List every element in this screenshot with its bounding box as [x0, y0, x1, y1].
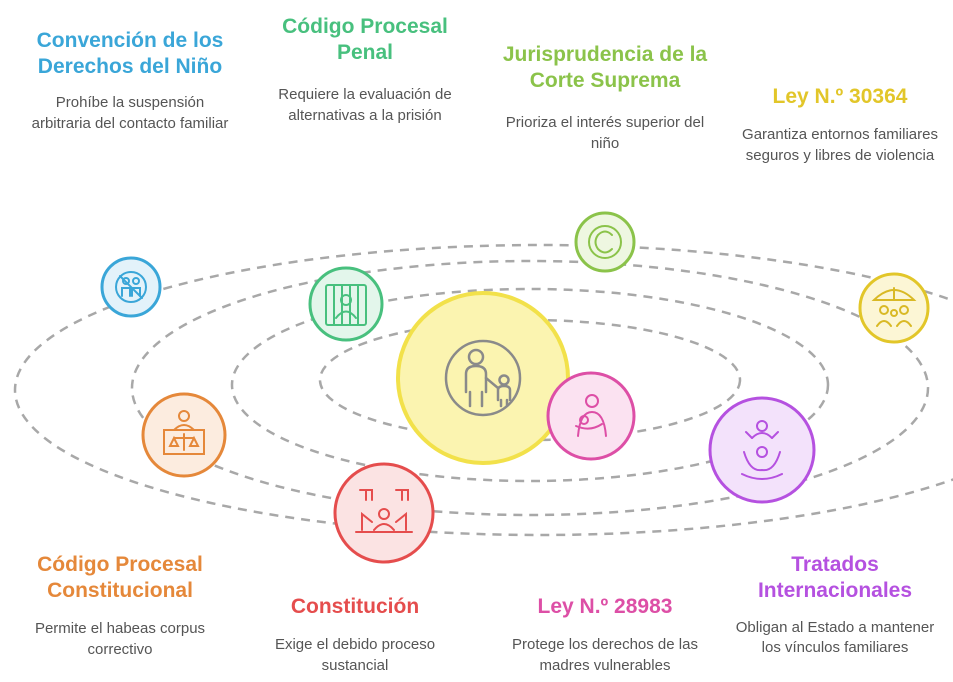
label-title: Ley N.º 28983	[537, 595, 673, 618]
label-title: Código Procesal Constitucional	[37, 553, 203, 602]
label-desc: Obligan al Estado a mantener los vínculo…	[735, 619, 935, 656]
prisoner-behind-bars-icon	[325, 284, 367, 326]
people-hugging-icon	[741, 420, 783, 480]
orbit-4	[13, 243, 953, 537]
mother-holding-baby-icon	[575, 394, 607, 437]
orbit-2	[230, 287, 830, 483]
label-ley-28983: Ley N.º 28983 Protege los derechos de la…	[490, 594, 720, 676]
label-title: Constitución	[290, 595, 420, 618]
label-title: Ley N.º 30364	[772, 85, 908, 108]
label-convencion: Convención de los Derechos del Niño Proh…	[25, 28, 235, 134]
label-title: Convención de los Derechos del Niño	[36, 29, 224, 78]
label-desc: Exige el debido proceso sustancial	[274, 636, 436, 674]
node-tratados[interactable]	[708, 396, 816, 504]
label-title: Código Procesal Penal	[282, 15, 448, 64]
label-codigo-penal: Código Procesal Penal Requiere la evalua…	[260, 14, 470, 126]
people-raising-hands-icon	[355, 489, 413, 533]
label-desc: Prioriza el interés superior del niño	[505, 114, 705, 152]
label-desc: Garantiza entornos familiares seguros y …	[742, 126, 938, 164]
label-title: Tratados Internacionales	[757, 553, 913, 602]
node-ley-30364[interactable]	[858, 272, 930, 344]
label-ley-30364: Ley N.º 30364 Garantiza entornos familia…	[735, 84, 945, 166]
orbit-3	[130, 259, 930, 517]
label-desc: Prohíbe la suspensión arbitraria del con…	[31, 94, 229, 132]
mother-and-child-icon	[444, 339, 522, 417]
family-prohibited-icon	[115, 271, 147, 303]
node-codigo-constitucional[interactable]	[141, 392, 227, 478]
center-node	[396, 291, 570, 465]
label-codigo-constitucional: Código Procesal Constitucional Permite e…	[20, 552, 220, 660]
label-jurisprudencia: Jurisprudencia de la Corte Suprema Prior…	[495, 42, 715, 154]
node-convencion[interactable]	[100, 256, 162, 318]
node-jurisprudencia[interactable]	[574, 211, 636, 273]
node-constitucion[interactable]	[333, 462, 435, 564]
label-desc: Protege los derechos de las madres vulne…	[512, 636, 698, 674]
node-ley-28983[interactable]	[546, 371, 636, 461]
label-title: Jurisprudencia de la Corte Suprema	[502, 43, 708, 92]
judge-scales-icon	[163, 410, 205, 455]
label-desc: Permite el habeas corpus correctivo	[34, 620, 206, 658]
label-constitucion: Constitución Exige el debido proceso sus…	[255, 594, 455, 676]
label-desc: Requiere la evaluación de alternativas a…	[278, 86, 452, 124]
label-tratados: Tratados Internacionales Obligan al Esta…	[735, 552, 935, 658]
copyright-c-icon	[588, 225, 622, 259]
family-umbrella-icon	[871, 287, 917, 327]
node-codigo-penal[interactable]	[308, 266, 384, 342]
